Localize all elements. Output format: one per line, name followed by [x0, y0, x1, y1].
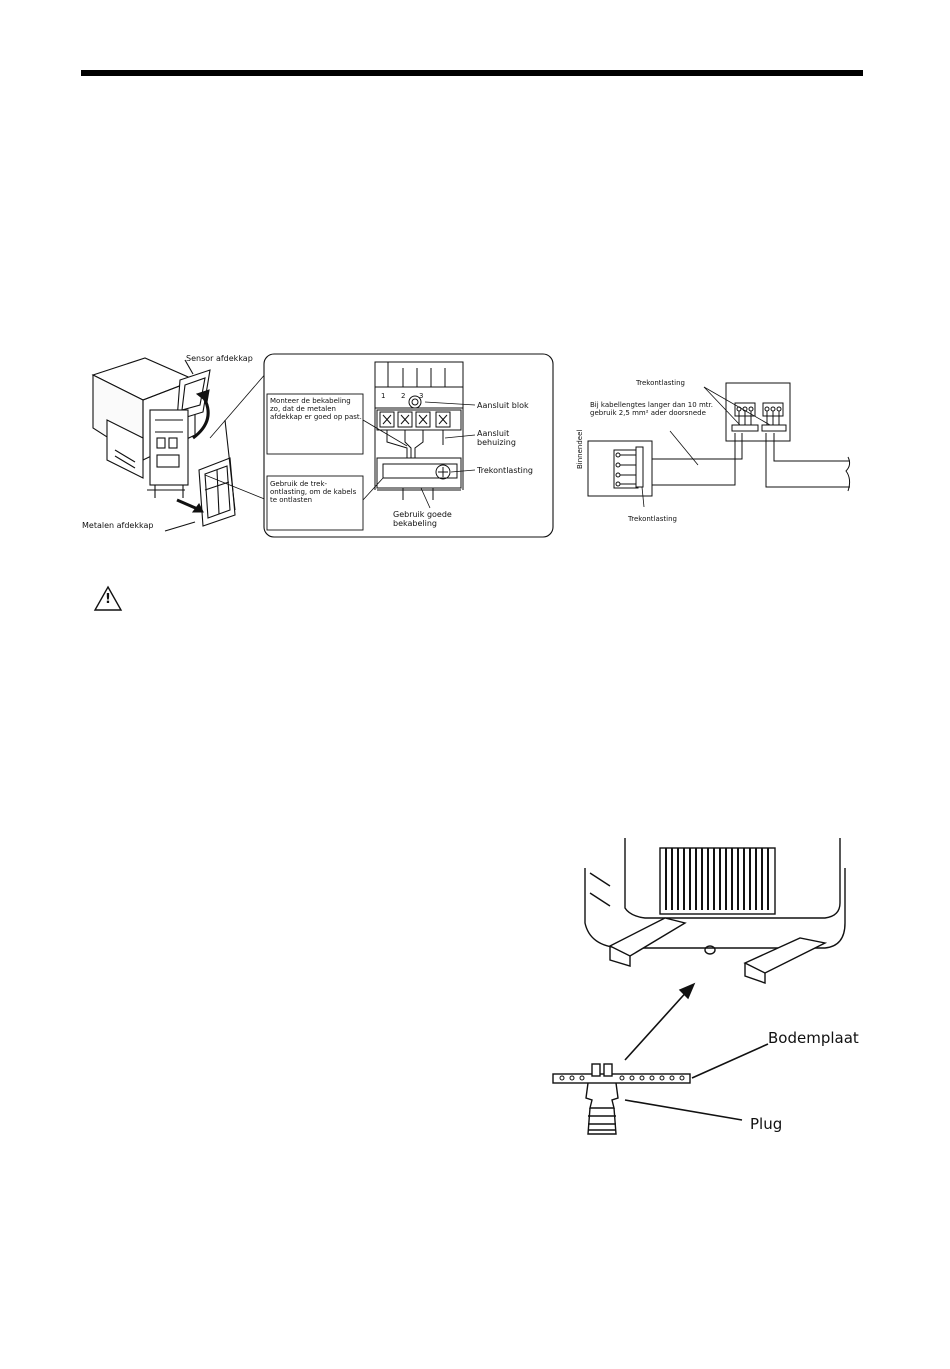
cable-length-note: Bij kabellengtes langer dan 10 mtr. gebr…: [590, 401, 713, 417]
strain-relief-bottom-label: Trekontlasting: [628, 515, 677, 523]
terminal-housing-label: Aansluit behuizing: [477, 429, 516, 447]
warning-triangle-icon: !: [93, 585, 123, 613]
wiring-figure: Sensor afdekkap Metalen afdekkap 1 2 3 M…: [82, 350, 555, 540]
cable-drawing: [587, 382, 851, 508]
good-cabling-label: Gebruik goede bekabeling: [393, 510, 452, 528]
drain-plug-figure: Bodemplaat Plug: [550, 838, 870, 1140]
metal-cover-label: Metalen afdekkap: [82, 521, 154, 530]
terminal-block-label: Aansluit blok: [477, 401, 529, 410]
unit-drawing: [91, 353, 554, 538]
terminal-number-1: 1: [381, 392, 386, 400]
base-plate-label: Bodemplaat: [768, 1029, 859, 1047]
plug-label: Plug: [750, 1115, 783, 1133]
drain-plug-drawing: [552, 838, 846, 1135]
terminal-number-2: 2: [401, 392, 406, 400]
terminal-number-3: 3: [419, 392, 424, 400]
sensor-cover-label: Sensor afdekkap: [186, 354, 253, 363]
mount-cabling-note: Monteer de bekabeling zo, dat de metalen…: [270, 397, 362, 421]
strain-relief-note: Gebruik de trek-ontlasting, om de kabels…: [270, 480, 357, 504]
strain-relief-label: Trekontlasting: [477, 466, 533, 475]
indoor-unit-label: Binnendeel: [576, 429, 584, 469]
cable-routing-figure: Trekontlasting Bij kabellengtes langer d…: [576, 375, 855, 530]
strain-relief-top-label: Trekontlasting: [636, 379, 685, 387]
header-rule: [81, 70, 863, 76]
warning-symbol: !: [105, 592, 111, 607]
